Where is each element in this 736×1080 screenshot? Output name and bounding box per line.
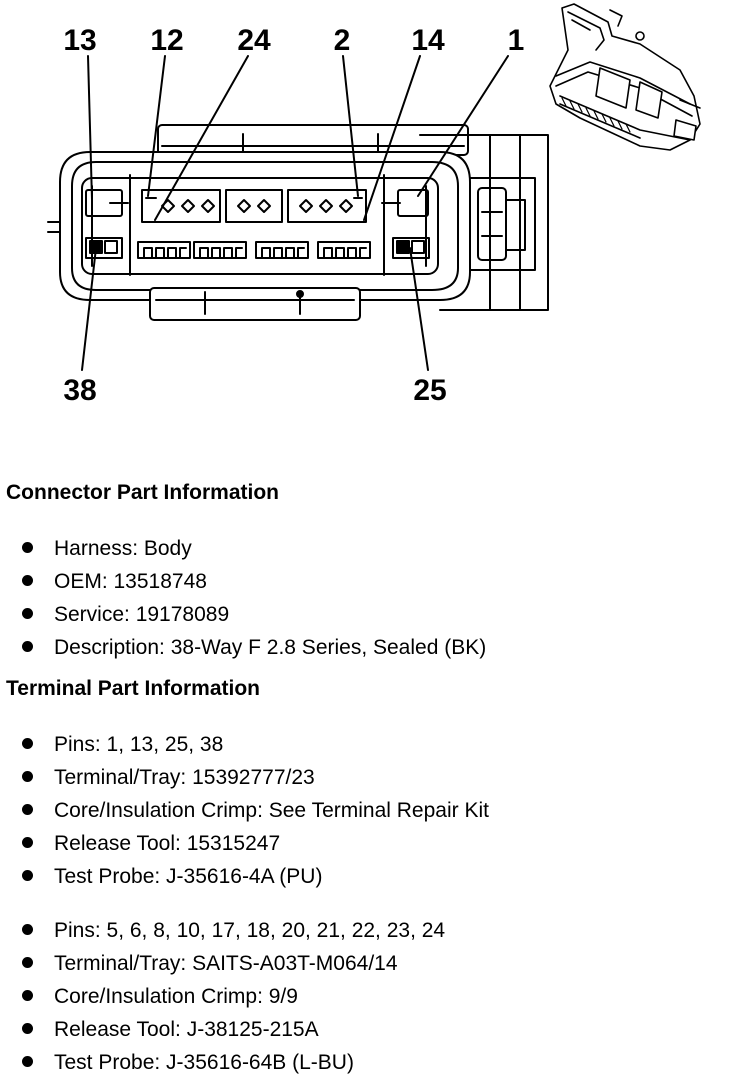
list-item: Release Tool: J-38125-215A [22,1013,445,1046]
pin-label-13: 13 [63,24,96,57]
bullet-icon [22,1022,33,1034]
terminal-info-list-group-2: Pins: 5, 6, 8, 10, 17, 18, 20, 21, 22, 2… [22,914,445,1079]
list-item: Harness: Body [22,532,486,565]
pin-label-1: 1 [508,24,525,57]
bullet-icon [22,869,33,881]
connector-body [47,151,471,301]
list-item: Release Tool: 15315247 [22,827,489,860]
pin-label-24: 24 [237,24,271,57]
pin-label-38: 38 [63,374,96,407]
connector-info-heading: Connector Part Information [6,481,280,504]
list-item: Test Probe: J-35616-4A (PU) [22,860,489,893]
list-item: Description: 38-Way F 2.8 Series, Sealed… [22,631,486,664]
connector-thumbnail-image [549,3,701,151]
list-item: Terminal/Tray: 15392777/23 [22,761,489,794]
housing-right-latch [419,134,549,311]
pin-label-14: 14 [411,24,445,57]
list-item: Terminal/Tray: SAITS-A03T-M064/14 [22,947,445,980]
pin-leader-lines [81,55,509,371]
bullet-icon [22,541,33,553]
bullet-icon [22,737,33,749]
pin-label-25: 25 [413,374,446,407]
pin-label-12: 12 [150,24,183,57]
list-item: Test Probe: J-35616-64B (L-BU) [22,1046,445,1079]
list-item: Pins: 5, 6, 8, 10, 17, 18, 20, 21, 22, 2… [22,914,445,947]
housing-bottom-tab [149,287,361,321]
connector-info-list: Harness: Body OEM: 13518748 Service: 191… [22,532,486,664]
terminal-info-list-group-1: Pins: 1, 13, 25, 38 Terminal/Tray: 15392… [22,728,489,893]
bottom-row-cavities [137,241,371,259]
list-item: Service: 19178089 [22,598,486,631]
bullet-icon [22,574,33,586]
list-item: Pins: 1, 13, 25, 38 [22,728,489,761]
bullet-icon [22,770,33,782]
terminal-cavity-right [381,174,430,276]
list-item: OEM: 13518748 [22,565,486,598]
bullet-icon [22,989,33,1001]
bullet-icon [22,803,33,815]
terminal-info-heading: Terminal Part Information [6,677,260,700]
pin-label-2: 2 [334,24,351,57]
bullet-icon [22,1055,33,1067]
top-row-cavities [141,189,367,223]
bullet-icon [22,956,33,968]
housing-top-tab [157,124,469,156]
bullet-icon [22,836,33,848]
bullet-icon [22,607,33,619]
list-item: Core/Insulation Crimp: See Terminal Repa… [22,794,489,827]
connector-diagram: 13 12 24 2 14 1 38 25 [47,3,701,407]
bullet-icon [22,640,33,652]
bullet-icon [22,923,33,935]
list-item: Core/Insulation Crimp: 9/9 [22,980,445,1013]
